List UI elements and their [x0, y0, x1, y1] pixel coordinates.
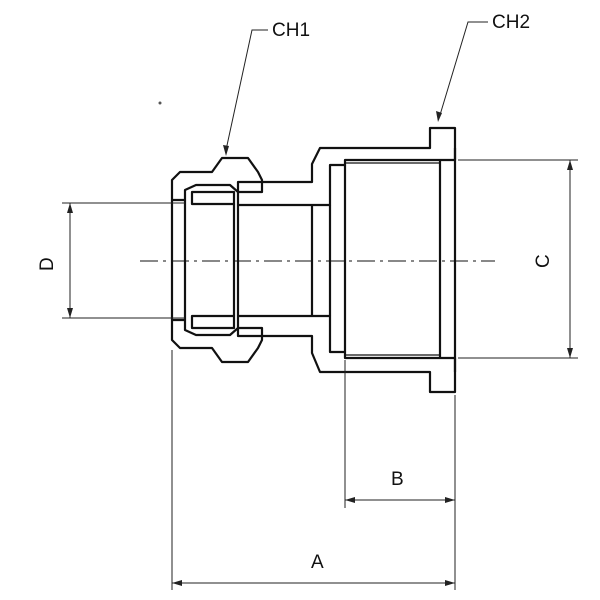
- body-bore: [310, 165, 347, 352]
- nut-lower: [170, 318, 264, 364]
- dimension-d: [62, 202, 185, 319]
- compression-nut: [170, 156, 264, 364]
- label-a: A: [311, 552, 324, 573]
- leader-ch1: [223, 29, 268, 156]
- label-ch1: CH1: [272, 20, 310, 41]
- stray-dot: [158, 101, 162, 105]
- body-upper-wall: [236, 126, 457, 207]
- label-ch2: CH2: [492, 12, 530, 33]
- dimension-b: [344, 360, 455, 508]
- dimension-c: [458, 159, 578, 359]
- nut-upper: [170, 156, 264, 202]
- fitting-body: [236, 126, 457, 394]
- label-b: B: [391, 469, 404, 490]
- label-d: D: [37, 257, 58, 271]
- body-lower-wall: [236, 314, 457, 394]
- label-c: C: [533, 254, 554, 268]
- dimension-a: [171, 350, 456, 590]
- leader-ch2: [436, 21, 488, 122]
- olive-upper: [190, 190, 236, 206]
- olive-lower: [190, 314, 236, 330]
